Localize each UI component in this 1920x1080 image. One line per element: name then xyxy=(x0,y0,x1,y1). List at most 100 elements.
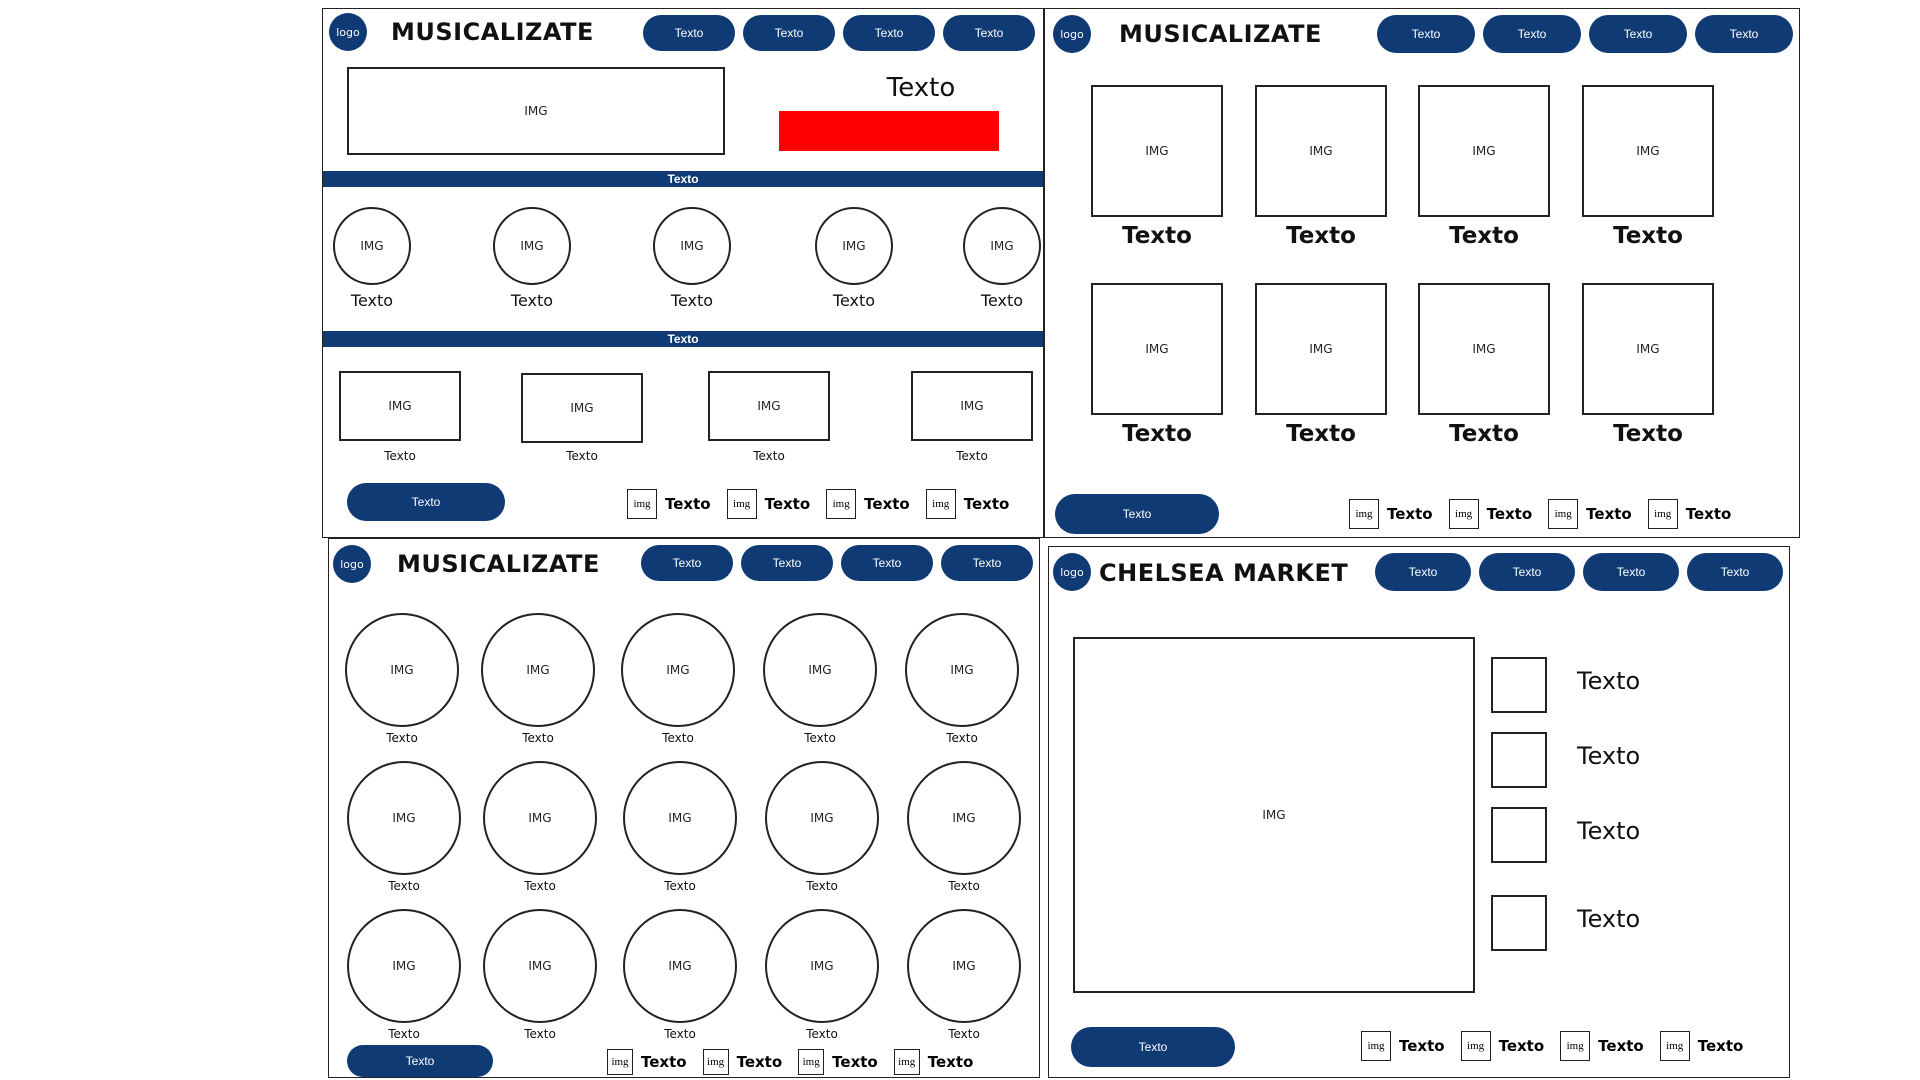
footer-link[interactable]: Texto xyxy=(1399,1037,1445,1055)
nav-bar: Texto Texto Texto Texto xyxy=(1377,15,1793,53)
cta-button[interactable]: Texto xyxy=(1071,1027,1235,1067)
circle-image: IMG xyxy=(653,207,731,285)
nav-bar: Texto Texto Texto Texto xyxy=(1375,553,1783,591)
option-checkbox[interactable] xyxy=(1491,732,1547,788)
footer-link[interactable]: Texto xyxy=(1387,505,1433,523)
artist-label: Texto xyxy=(388,879,420,893)
cta-button[interactable]: Texto xyxy=(347,1045,493,1077)
grid-label: Texto xyxy=(1122,223,1192,249)
section-band: Texto xyxy=(323,331,1043,347)
circle-label: Texto xyxy=(510,291,554,310)
artist-label: Texto xyxy=(664,879,696,893)
artist-label: Texto xyxy=(524,879,556,893)
nav-button[interactable]: Texto xyxy=(941,545,1033,581)
footer-link[interactable]: Texto xyxy=(665,495,711,513)
wireframe-panel-grid: logo MUSICALIZATE Texto Texto Texto Text… xyxy=(1044,8,1800,538)
rect-image: IMG xyxy=(521,373,643,443)
footer-link[interactable]: Texto xyxy=(963,495,1010,513)
nav-button[interactable]: Texto xyxy=(743,15,835,51)
wireframe-panel-market: logo CHELSEA MARKET Texto Texto Texto Te… xyxy=(1048,546,1790,1078)
grid-image: IMG xyxy=(1091,283,1223,415)
artist-image: IMG xyxy=(621,613,735,727)
artist-image: IMG xyxy=(623,909,737,1023)
nav-button[interactable]: Texto xyxy=(843,15,935,51)
footer-icon: img xyxy=(1361,1031,1391,1061)
grid-label: Texto xyxy=(1122,421,1192,447)
footer-icon: img xyxy=(702,1049,729,1075)
artist-label: Texto xyxy=(524,1027,556,1041)
footer-link[interactable]: Texto xyxy=(1697,1037,1744,1055)
footer-icon: img xyxy=(1659,1031,1690,1061)
footer-icon: img xyxy=(1460,1031,1491,1061)
grid-image: IMG xyxy=(1418,85,1550,217)
logo[interactable]: logo xyxy=(329,13,367,51)
footer-link[interactable]: Texto xyxy=(1486,505,1533,523)
circle-label: Texto xyxy=(980,291,1024,310)
rect-label: Texto xyxy=(566,449,598,463)
footer-link[interactable]: Texto xyxy=(864,495,910,513)
artist-image: IMG xyxy=(623,761,737,875)
rect-image: IMG xyxy=(339,371,461,441)
nav-button[interactable]: Texto xyxy=(1583,553,1679,591)
logo[interactable]: logo xyxy=(1053,15,1091,53)
logo[interactable]: logo xyxy=(333,545,371,583)
footer-links: img Texto img Texto img Texto img Texto xyxy=(1349,499,1739,529)
artist-image: IMG xyxy=(765,909,879,1023)
cta-button[interactable]: Texto xyxy=(1055,494,1219,534)
circle-label: Texto xyxy=(350,291,394,310)
footer-icon: img xyxy=(798,1049,825,1075)
brand-title: MUSICALIZATE xyxy=(397,550,600,578)
main-image: IMG xyxy=(1073,637,1475,993)
nav-button[interactable]: Texto xyxy=(641,545,733,581)
footer-link[interactable]: Texto xyxy=(832,1053,878,1071)
nav-button[interactable]: Texto xyxy=(741,545,833,581)
section-band: Texto xyxy=(323,171,1043,187)
grid-image: IMG xyxy=(1418,283,1550,415)
artist-image: IMG xyxy=(763,613,877,727)
option-label: Texto xyxy=(1577,667,1641,695)
nav-button[interactable]: Texto xyxy=(1589,15,1687,53)
option-checkbox[interactable] xyxy=(1491,657,1547,713)
rect-label: Texto xyxy=(753,449,785,463)
footer-link[interactable]: Texto xyxy=(1598,1037,1644,1055)
footer-link[interactable]: Texto xyxy=(927,1053,974,1071)
nav-button[interactable]: Texto xyxy=(1695,15,1793,53)
artist-label: Texto xyxy=(388,1027,420,1041)
footer-link[interactable]: Texto xyxy=(1498,1037,1545,1055)
nav-bar: Texto Texto Texto Texto xyxy=(641,545,1033,581)
artist-image: IMG xyxy=(905,613,1019,727)
rect-image: IMG xyxy=(911,371,1033,441)
option-checkbox[interactable] xyxy=(1491,895,1547,951)
footer-link[interactable]: Texto xyxy=(736,1053,783,1071)
footer-icon: img xyxy=(726,489,757,519)
footer-link[interactable]: Texto xyxy=(641,1053,687,1071)
logo[interactable]: logo xyxy=(1053,553,1091,591)
artist-label: Texto xyxy=(806,1027,838,1041)
option-checkbox[interactable] xyxy=(1491,807,1547,863)
hero-title: Texto xyxy=(886,73,956,103)
footer-link[interactable]: Texto xyxy=(1685,505,1732,523)
nav-button[interactable]: Texto xyxy=(841,545,933,581)
nav-button[interactable]: Texto xyxy=(1687,553,1783,591)
nav-button[interactable]: Texto xyxy=(1479,553,1575,591)
footer-link[interactable]: Texto xyxy=(764,495,811,513)
footer-link[interactable]: Texto xyxy=(1586,505,1632,523)
footer-icon: img xyxy=(607,1049,633,1075)
nav-button[interactable]: Texto xyxy=(1377,15,1475,53)
footer-icon: img xyxy=(1548,499,1579,529)
circle-image: IMG xyxy=(815,207,893,285)
artist-label: Texto xyxy=(662,731,694,745)
footer-icon: img xyxy=(1448,499,1479,529)
nav-button[interactable]: Texto xyxy=(1375,553,1471,591)
nav-button[interactable]: Texto xyxy=(943,15,1035,51)
nav-button[interactable]: Texto xyxy=(1483,15,1581,53)
grid-image: IMG xyxy=(1255,283,1387,415)
wireframe-panel-artists: logo MUSICALIZATE Texto Texto Texto Text… xyxy=(328,538,1040,1078)
grid-label: Texto xyxy=(1449,421,1519,447)
option-label: Texto xyxy=(1577,905,1641,933)
footer-icon: img xyxy=(826,489,857,519)
artist-image: IMG xyxy=(345,613,459,727)
cta-button[interactable]: Texto xyxy=(347,483,505,521)
artist-label: Texto xyxy=(806,879,838,893)
nav-button[interactable]: Texto xyxy=(643,15,735,51)
